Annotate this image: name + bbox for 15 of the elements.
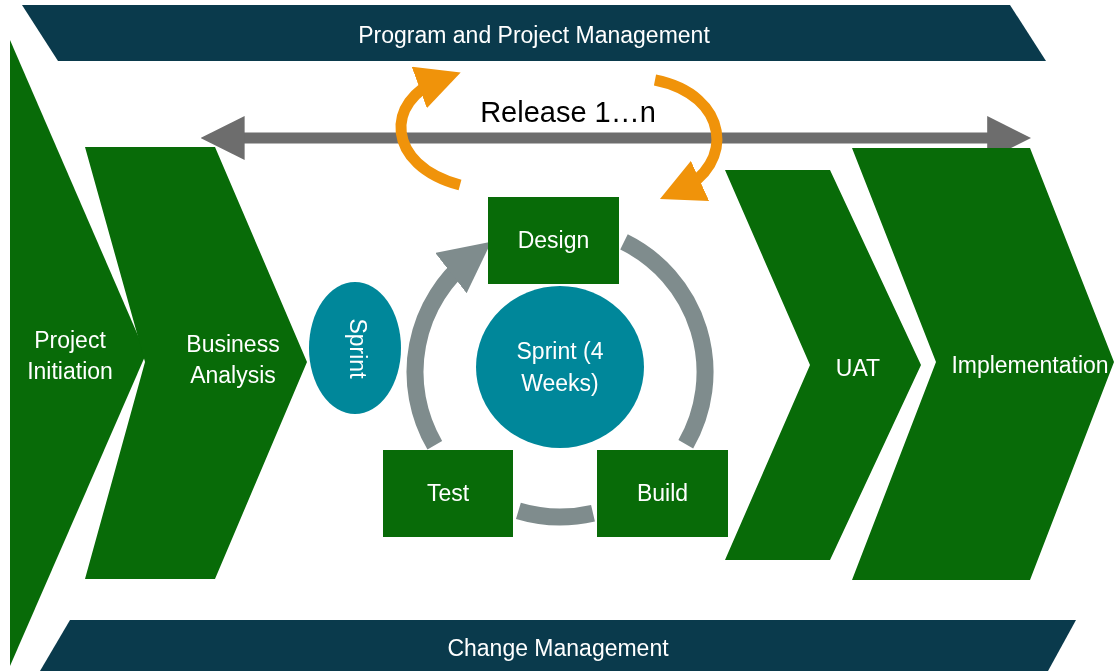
banner-title: Change Management [447, 633, 669, 663]
stage-label: Business Analysis [185, 329, 281, 390]
double-arrow [200, 116, 1032, 160]
stage-label: Implementation [951, 350, 1109, 380]
phase-box: Build [597, 450, 728, 537]
sprint-circle: Sprint (4 Weeks) [476, 286, 644, 448]
phase-box: Test [383, 450, 513, 537]
phase-box: Design [488, 197, 619, 284]
release-label: Release 1…n [480, 95, 656, 129]
cycle-line [619, 234, 714, 448]
stage-label: UAT [835, 353, 881, 383]
stage-label: Project Initiation [26, 325, 114, 386]
banner-title: Program and Project Management [358, 20, 710, 50]
sprint-label: Sprint [343, 317, 371, 379]
cycle-line [516, 502, 595, 526]
